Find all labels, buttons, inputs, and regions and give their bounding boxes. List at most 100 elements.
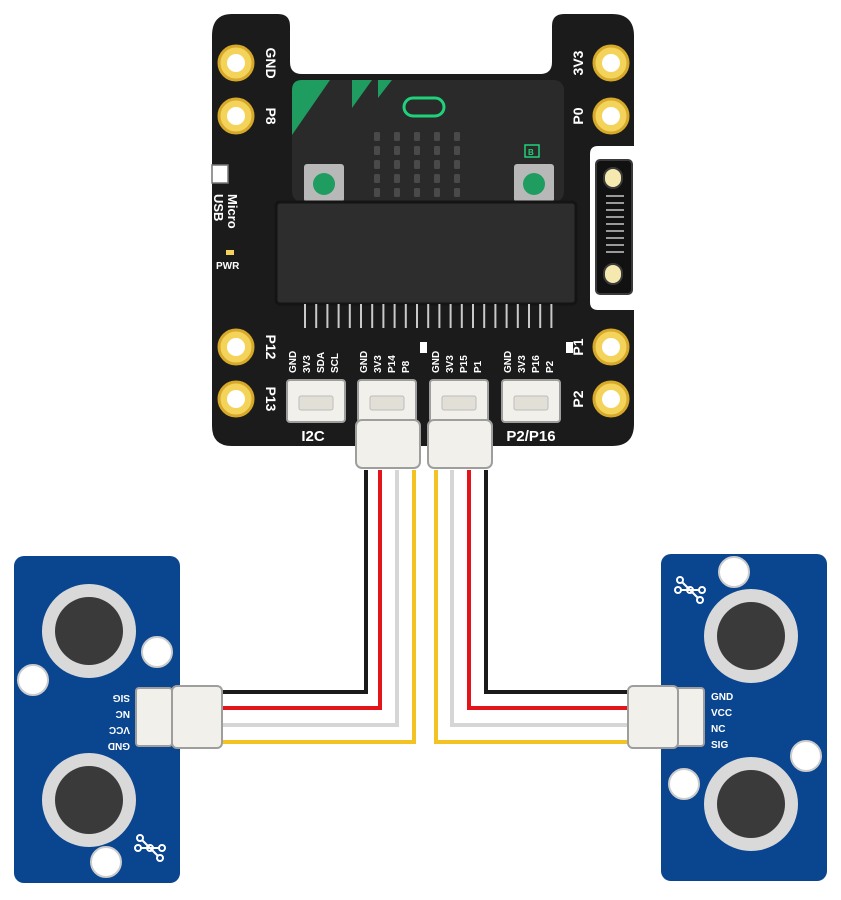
microbit-green-stripe-3 [378, 80, 392, 98]
expansion-board: GND P8 P12 P13 3V3 P0 P1 P2 Micro USB PW… [211, 14, 634, 446]
label-pad-p8: P8 [263, 107, 279, 124]
pad-p2-hole [602, 390, 620, 408]
wire-left-vcc [222, 470, 382, 710]
connector-3-pin-label: P15 [459, 355, 470, 373]
sensor-left-hole-3 [90, 846, 122, 878]
sensor-left-hole-2 [141, 636, 173, 668]
edge-connector-slot [274, 200, 578, 306]
connector-2-pin-label: GND [359, 351, 370, 373]
connector-3-pin-label: P1 [473, 360, 484, 373]
sensor-right-pin-vcc: VCC [711, 708, 732, 719]
connector-3-latch [441, 395, 477, 411]
sensor-right-pin-sig: SIG [711, 740, 728, 751]
led-pixel [374, 174, 380, 183]
cable-plug-right[interactable] [427, 419, 493, 469]
button-b-label: B [528, 148, 534, 157]
edge-slot [595, 159, 633, 295]
sensor-right-hole-1 [718, 556, 750, 588]
label-pad-p12: P12 [263, 335, 279, 360]
led-pixel [374, 160, 380, 169]
led-pixel [434, 146, 440, 155]
label-pad-gnd: GND [263, 47, 279, 78]
wire-left-gnd [222, 470, 368, 694]
usb-label-line1: Micro [225, 194, 240, 229]
pad-p12-hole [227, 338, 245, 356]
connector-1-pin-label: SCL [330, 353, 341, 373]
cable-plug-sensor-right[interactable] [627, 685, 679, 749]
connector-4-pin-label: 3V3 [517, 355, 528, 373]
pad-p1-hole [602, 338, 620, 356]
led-pixel [414, 132, 420, 141]
led-pixel [374, 188, 380, 197]
led-pixel [434, 174, 440, 183]
slot-hole-bottom [603, 263, 623, 285]
connector-1-latch [298, 395, 334, 411]
sensor-right-transducer-bottom [717, 770, 785, 838]
marker-square-2 [566, 342, 573, 353]
button-a[interactable] [313, 173, 335, 195]
pwr-led [226, 250, 234, 255]
cable-plug-left[interactable] [355, 419, 421, 469]
microbit-body [292, 80, 564, 202]
led-pixel [434, 160, 440, 169]
pad-p0-hole [602, 107, 620, 125]
button-b-marker [524, 144, 540, 158]
molecule-icon [674, 576, 706, 604]
sensor-left-pin-gnd: GND [108, 740, 130, 751]
connector-1-pin-label: 3V3 [302, 355, 313, 373]
right-pads [592, 44, 630, 418]
connector-4-latch [513, 395, 549, 411]
sensor-right-transducer-top [717, 602, 785, 670]
connector-3-pin-label: GND [431, 351, 442, 373]
connector-3-pin-label: 3V3 [445, 355, 456, 373]
microbit-green-stripe-2 [352, 80, 372, 108]
sensor-left-pin-vcc: VCC [109, 724, 130, 735]
microbit: B [274, 80, 578, 306]
wire-left-nc [222, 470, 399, 727]
pad-p8-hole [227, 107, 245, 125]
led-pixel [394, 160, 400, 169]
connector-2-pin-label: P14 [387, 355, 398, 373]
connector-2-pin-label: P8 [401, 360, 412, 373]
led-pixel [374, 146, 380, 155]
label-pad-3v3: 3V3 [570, 50, 586, 75]
cable-plug-sensor-left[interactable] [171, 685, 223, 749]
header-pins [304, 304, 553, 328]
wire-right-sig [434, 470, 630, 744]
led-pixel [394, 188, 400, 197]
ultrasonic-sensor-right: GND VCC NC SIG [661, 554, 827, 881]
pwr-label: PWR [216, 261, 240, 272]
microbit-logo[interactable] [402, 96, 446, 118]
sensor-right-pin-gnd: GND [711, 692, 733, 703]
usb-label-line2: USB [211, 194, 226, 221]
label-pad-p1: P1 [570, 338, 586, 355]
sensor-left-transducer-top [55, 597, 123, 665]
marker-square-1 [420, 342, 427, 353]
sensor-left-transducer-bottom [55, 766, 123, 834]
wire-right-vcc [467, 470, 630, 710]
led-matrix [374, 132, 460, 197]
wires [222, 470, 630, 744]
pad-3v3-hole [602, 54, 620, 72]
micro-usb-port[interactable] [211, 164, 229, 184]
wire-left-sig [222, 470, 416, 744]
led-pixel [394, 132, 400, 141]
connector-2-latch [369, 395, 405, 411]
led-pixel [454, 132, 460, 141]
left-pads [217, 44, 255, 418]
led-pixel [454, 146, 460, 155]
connector-4-pin-label: GND [503, 351, 514, 373]
pad-p13-hole [227, 390, 245, 408]
connector-4-pin-label: P2 [545, 360, 556, 373]
slot-hole-top [603, 167, 623, 189]
led-pixel [454, 188, 460, 197]
sensor-left-pin-sig: SIG [113, 692, 130, 703]
slot-comb [606, 195, 624, 253]
sensor-left-pin-nc: NC [116, 708, 130, 719]
button-b[interactable] [523, 173, 545, 195]
connector-1-pin-label: GND [288, 351, 299, 373]
